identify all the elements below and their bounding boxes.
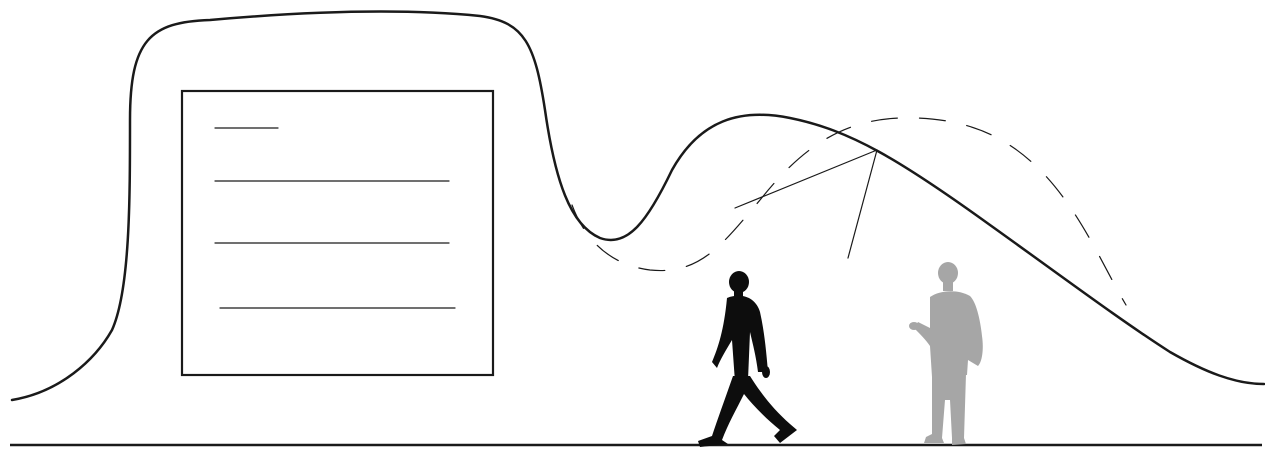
standing-person — [909, 262, 983, 445]
alternate-canopy-outline — [572, 118, 1126, 305]
canopy-outline — [12, 12, 1264, 400]
panel-frame — [182, 91, 493, 375]
panel — [182, 91, 493, 375]
strut-down — [848, 150, 877, 258]
structural-struts — [735, 150, 877, 258]
walking-person — [698, 271, 797, 447]
strut-left — [735, 150, 877, 208]
